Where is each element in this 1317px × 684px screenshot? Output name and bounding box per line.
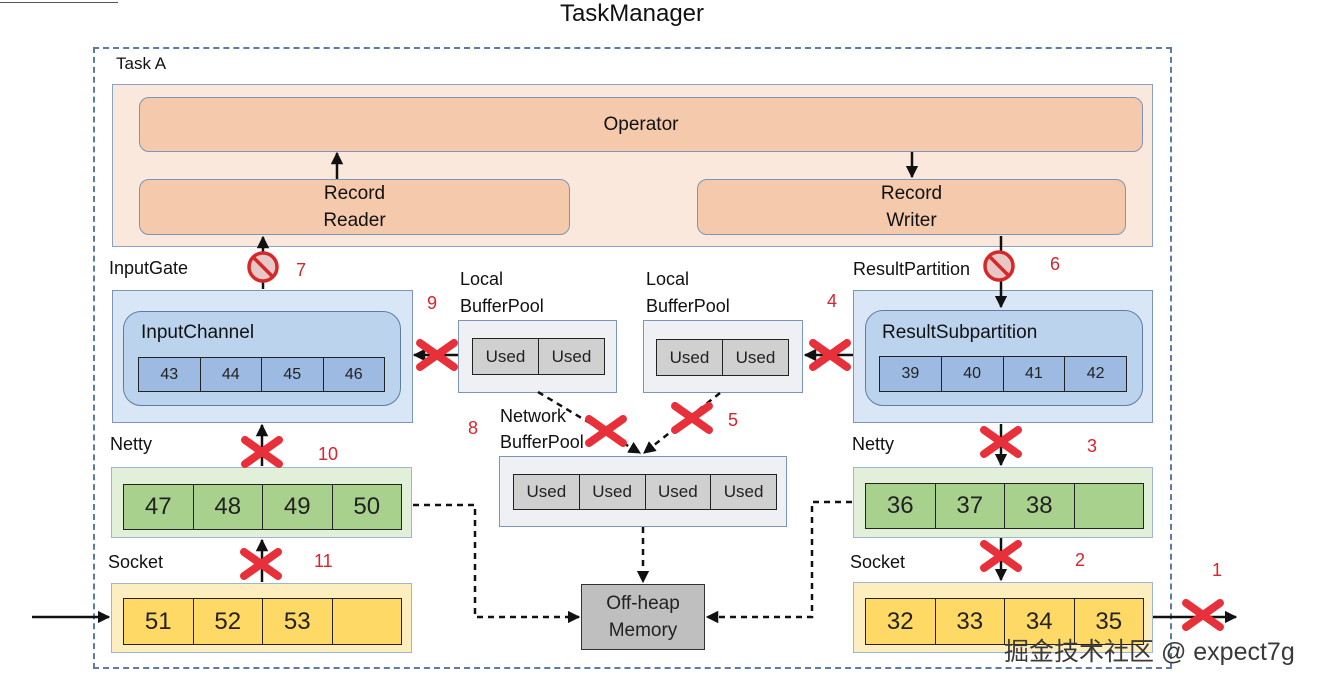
network-pool-buffers: Used Used Used Used (513, 474, 777, 510)
local-pool-right-label-1: Local (646, 269, 690, 289)
step-number-2: 2 (1075, 550, 1086, 570)
record-reader-line2: Reader (323, 210, 386, 231)
top-left-rule (0, 2, 118, 3)
blocked-sign-icon (983, 250, 1015, 282)
buffer-cell: 44 (201, 358, 262, 391)
step-number-9: 9 (427, 293, 438, 313)
task-label: Task A (116, 54, 167, 73)
result-partition-label: ResultPartition (853, 259, 971, 279)
step-number-11: 11 (314, 551, 333, 571)
local-pool-left-buffers: Used Used (472, 338, 605, 375)
buffer-cell: 49 (263, 485, 333, 529)
offheap-memory-box: Off-heap Memory (581, 584, 705, 650)
record-writer-box: Record Writer (697, 179, 1126, 235)
netty-left-to-offheap-arrow (413, 503, 581, 624)
step-number-5: 5 (728, 410, 739, 430)
result-subpartition-buffers: 39 40 41 42 (879, 356, 1127, 392)
input-channel-buffers: 43 44 45 46 (138, 357, 385, 392)
buffer-cell: 33 (936, 599, 1005, 644)
local-pool-right-buffers: Used Used (656, 339, 789, 376)
local-pool-left-label-2: BufferPool (460, 296, 544, 316)
step-number-6: 6 (1050, 254, 1061, 274)
buffer-cell: 52 (194, 599, 263, 644)
step-number-8: 8 (468, 418, 479, 438)
buffer-cell: 35 (1095, 607, 1123, 635)
record-reader-box: Record Reader (139, 179, 570, 235)
operator-label: Operator (603, 114, 679, 135)
buffer-cell: 38 (1005, 484, 1075, 528)
watermark: 掘金技术社区 @ expect7g (1004, 638, 1295, 666)
taskmanager-frame (93, 47, 1172, 669)
offheap-line2: Memory (608, 620, 678, 641)
cross-icon (1186, 603, 1220, 627)
buffer-cell: 53 (263, 599, 333, 644)
cross-icon (675, 406, 709, 430)
input-channel-label: InputChannel (141, 322, 255, 343)
buffer-cell: Used (646, 475, 712, 509)
step-number-1: 1 (1212, 560, 1223, 580)
buffer-cell: 39 (880, 357, 942, 391)
socket-left-label: Socket (108, 552, 164, 572)
blocked-sign-icon (247, 251, 279, 283)
buffer-cell: Used (580, 475, 646, 509)
netty-right-buffers: 36 37 38 (865, 483, 1144, 529)
buffer-cell: 40 (942, 357, 1004, 391)
step-number-3: 3 (1087, 436, 1098, 456)
diagram-title: TaskManager (559, 0, 705, 27)
local-pool-right-label-2: BufferPool (646, 296, 730, 316)
buffer-cell: 37 (936, 484, 1005, 528)
operator-box: Operator (139, 97, 1143, 152)
netty-left-label: Netty (110, 434, 153, 454)
buffer-cell: Used (735, 347, 776, 367)
buffer-cell: 50 (353, 493, 381, 520)
buffer-cell: Used (551, 346, 592, 366)
buffer-cell: 48 (194, 485, 263, 529)
buffer-cell: 51 (124, 599, 194, 644)
buffer-cell: 34 (1005, 599, 1075, 644)
buffer-cell: 36 (866, 484, 936, 528)
network-pool-label-1: Network (500, 406, 567, 426)
buffer-cell: Used (657, 340, 723, 375)
buffer-cell: 46 (344, 365, 363, 383)
result-subpartition-label: ResultSubpartition (882, 322, 1038, 343)
step-number-4: 4 (827, 291, 838, 311)
buffer-cell: 42 (1086, 365, 1105, 382)
socket-right-buffers: 32 33 34 35 (865, 598, 1144, 645)
buffer-cell: 47 (124, 485, 194, 529)
buffer-cell: Used (723, 482, 764, 501)
netty-left-buffers: 47 48 49 50 (123, 484, 402, 530)
buffer-cell: Used (514, 475, 580, 509)
buffer-cell: 32 (866, 599, 936, 644)
network-pool-label-2: BufferPool (500, 432, 584, 452)
record-writer-line2: Writer (886, 210, 937, 231)
socket-right-label: Socket (850, 552, 906, 572)
buffer-cell: 45 (262, 358, 324, 391)
buffer-cell: 43 (139, 358, 201, 391)
input-gate-label: InputGate (109, 258, 189, 278)
cross-icon (589, 419, 623, 443)
record-writer-line1: Record (880, 183, 943, 204)
step-number-7: 7 (296, 260, 307, 280)
offheap-line1: Off-heap (606, 593, 680, 614)
buffer-cell: Used (473, 339, 539, 374)
netty-right-to-offheap-arrow (705, 500, 852, 624)
buffer-cell: 41 (1004, 357, 1066, 391)
record-reader-line1: Record (323, 183, 386, 204)
netty-right-label: Netty (852, 434, 895, 454)
socket-left-buffers: 51 52 53 (123, 598, 402, 645)
step-number-10: 10 (318, 444, 339, 464)
local-pool-left-label-1: Local (460, 269, 504, 289)
